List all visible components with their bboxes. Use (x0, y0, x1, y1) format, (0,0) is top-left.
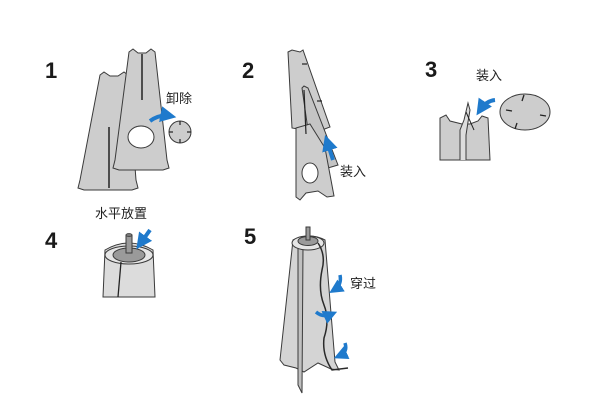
disc (499, 93, 551, 131)
step-label-1: 卸除 (166, 92, 193, 107)
panel-hole (127, 125, 155, 149)
step-3-illustration (439, 93, 551, 161)
step-label-3: 装入 (476, 69, 503, 84)
arrow-curve-icon (329, 274, 345, 293)
step-5-illustration (279, 226, 350, 394)
step-label-4: 水平放置 (95, 207, 148, 222)
step-1-illustration (77, 48, 192, 191)
arrow-curve-icon (333, 342, 350, 359)
arrow-left-icon (476, 97, 496, 116)
hub-post (125, 234, 133, 254)
arrow-right-icon (148, 106, 177, 123)
step-number-4: 4 (45, 228, 58, 253)
step-label-2: 装入 (340, 165, 367, 180)
removed-disc (168, 120, 192, 144)
stand-panel-front (112, 48, 170, 171)
step-label-5: 穿过 (350, 277, 377, 292)
step-number-1: 1 (45, 58, 58, 83)
step-number-5: 5 (244, 224, 257, 249)
step-number-3: 3 (425, 57, 438, 82)
step-2-illustration (287, 49, 339, 201)
arrow-curve-icon (314, 310, 338, 324)
step-4-illustration (102, 228, 156, 298)
step-number-2: 2 (242, 58, 255, 83)
hub-post (305, 226, 311, 241)
center-fin (459, 101, 471, 160)
front-fin (297, 244, 304, 394)
cable (317, 242, 349, 371)
arrow-up-icon (322, 134, 338, 161)
panel-hole (301, 162, 319, 184)
stand-body (279, 235, 340, 373)
arrow-down-left-icon (136, 228, 153, 250)
